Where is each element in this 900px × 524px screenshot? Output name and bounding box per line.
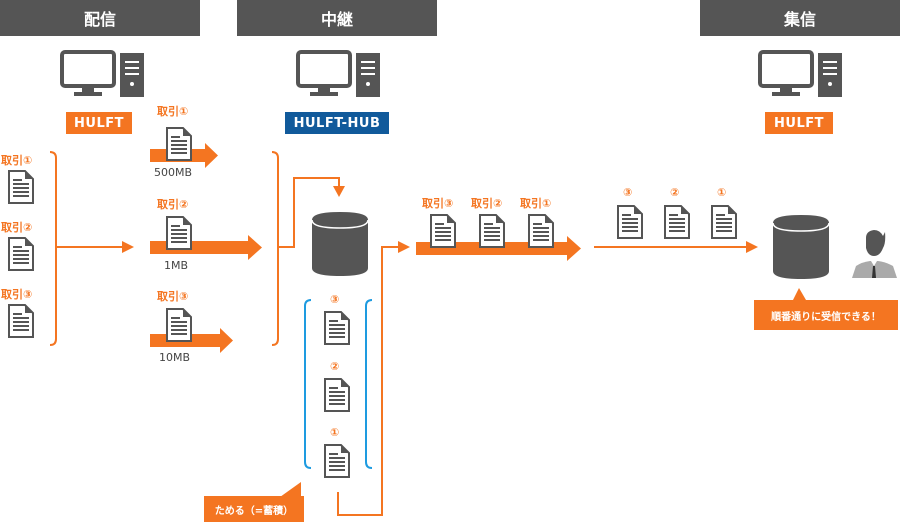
stored-label: ① — [330, 426, 340, 439]
transfer-label: 取引② — [157, 198, 189, 211]
outbound-label: 取引③ — [422, 197, 454, 210]
outbound-label: 取引② — [471, 197, 503, 210]
received-label: ③ — [623, 186, 633, 199]
computer-send-icon — [60, 50, 146, 99]
document-icon — [166, 216, 192, 250]
document-icon — [617, 205, 643, 239]
hulft-receive-badge: HULFT — [765, 112, 833, 134]
source-label: 取引② — [1, 221, 33, 234]
transfer-size: 500MB — [154, 166, 193, 179]
hulft-hub-badge: HULFT-HUB — [285, 112, 389, 134]
document-icon — [8, 170, 34, 204]
document-icon — [430, 214, 456, 248]
document-icon — [8, 237, 34, 271]
from-hub-line — [337, 246, 400, 516]
hub-database-icon — [311, 211, 369, 277]
source-bracket — [49, 151, 57, 346]
transfer-size: 10MB — [159, 351, 191, 364]
to-hub-line — [279, 177, 340, 248]
document-icon — [479, 214, 505, 248]
receiver-database-icon — [772, 214, 830, 280]
outbound-label: 取引① — [520, 197, 552, 210]
received-label: ② — [670, 186, 680, 199]
transfer-label: 取引① — [157, 105, 189, 118]
inorder-callout: 順番通りに受信できる！ — [754, 300, 898, 330]
header-relay: 中継 — [237, 0, 437, 36]
document-icon — [324, 378, 350, 412]
document-icon — [528, 214, 554, 248]
from-hub-arrowhead — [398, 241, 410, 253]
store-bracket-right — [365, 299, 373, 469]
document-icon — [711, 205, 737, 239]
store-callout-pointer — [280, 482, 301, 497]
inorder-callout-pointer — [793, 288, 806, 300]
transfer-label: 取引③ — [157, 290, 189, 303]
stored-label: ③ — [330, 293, 340, 306]
document-icon — [166, 127, 192, 161]
document-icon — [664, 205, 690, 239]
received-label: ① — [717, 186, 727, 199]
relay-bracket — [271, 151, 279, 346]
store-callout: ためる（=蓄積） — [204, 496, 304, 522]
document-icon — [324, 444, 350, 478]
split-arrowhead — [122, 241, 134, 253]
header-receive: 集信 — [700, 0, 900, 36]
store-bracket-left — [304, 299, 312, 469]
computer-receive-icon — [758, 50, 844, 99]
user-icon — [852, 230, 897, 278]
document-icon — [8, 304, 34, 338]
header-send: 配信 — [0, 0, 200, 36]
to-receiver-arrowhead — [746, 241, 758, 253]
source-label: 取引③ — [1, 288, 33, 301]
source-label: 取引① — [1, 154, 33, 167]
to-hub-arrowhead — [333, 186, 345, 197]
transfer-size: 1MB — [164, 259, 189, 272]
hulft-send-badge: HULFT — [66, 112, 132, 134]
document-icon — [324, 311, 350, 345]
stored-label: ② — [330, 360, 340, 373]
document-icon — [166, 308, 192, 342]
computer-relay-icon — [296, 50, 382, 99]
